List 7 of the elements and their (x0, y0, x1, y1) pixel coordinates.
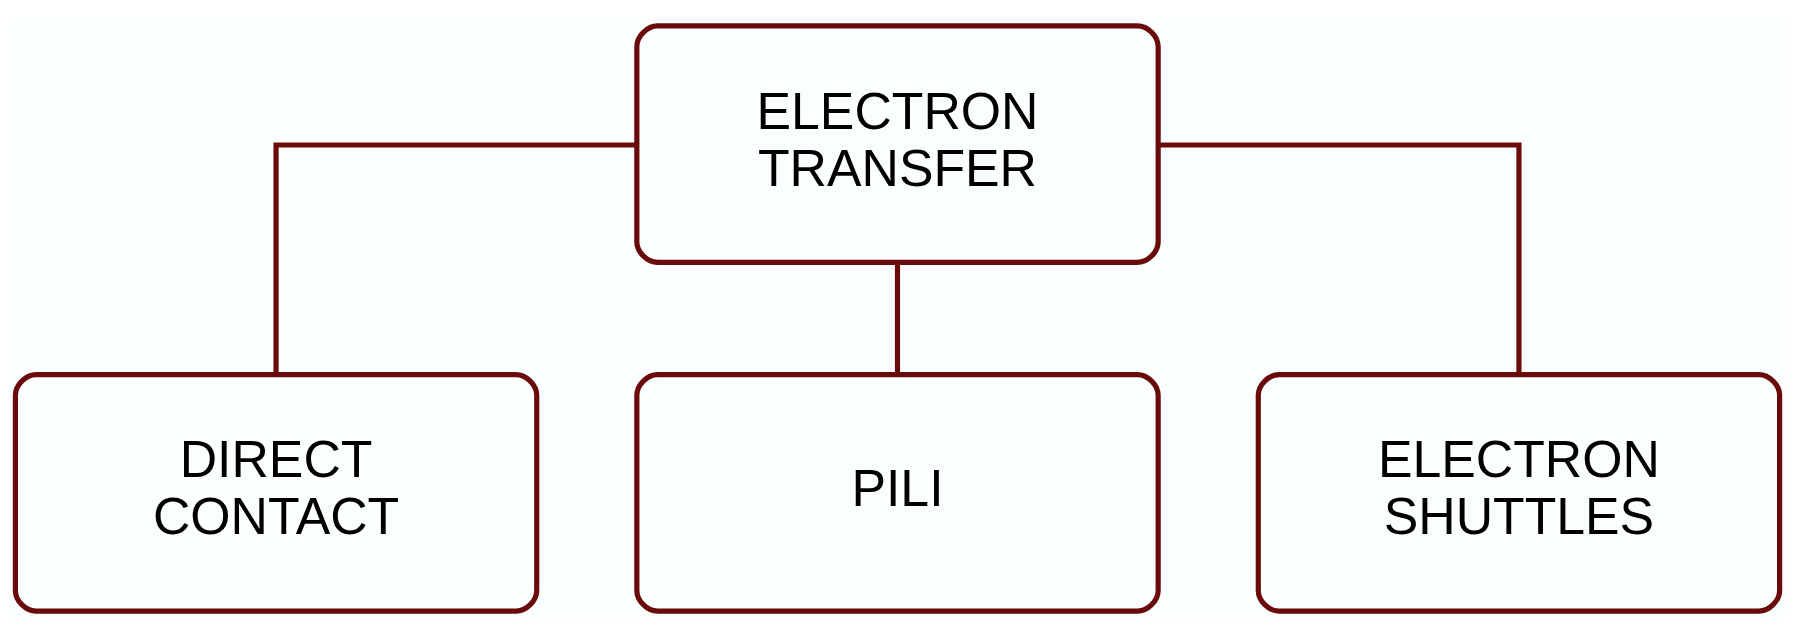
node-box: DIRECT CONTACT (12, 372, 540, 614)
node-box: ELECTRON TRANSFER (634, 23, 1161, 265)
node-box: ELECTRON SHUTTLES (1255, 372, 1783, 614)
connector (1158, 142, 1522, 375)
connector (273, 142, 637, 375)
node-box: PILI (634, 372, 1161, 614)
connector (894, 262, 901, 375)
